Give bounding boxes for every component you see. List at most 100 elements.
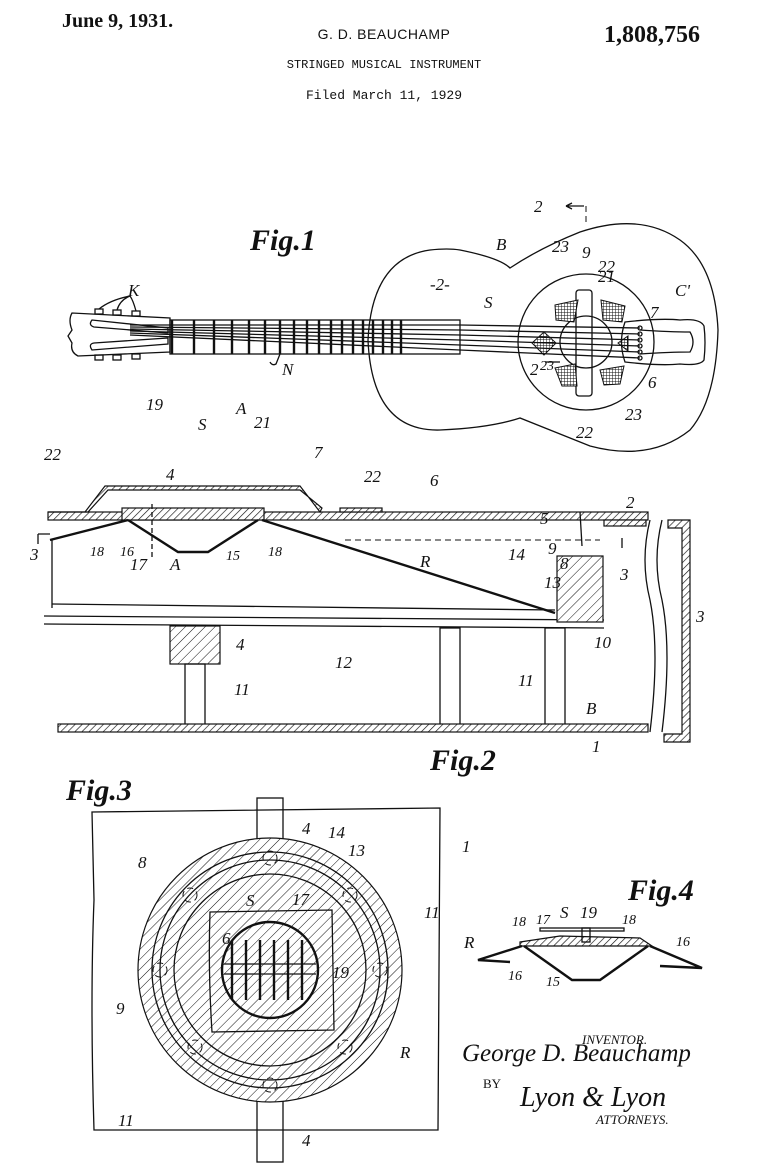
headstock-slot-lower [89,337,169,351]
reference-numeral: 1 [462,837,471,856]
support-plate [43,623,605,629]
reference-numeral: 4 [166,465,175,484]
attorneys-label: ATTORNEYS. [596,1112,669,1127]
reference-numeral: 15 [546,975,560,990]
reference-numeral: K [127,281,141,300]
posts-11 [152,850,388,1093]
patent-number: 1,808,756 [604,22,700,48]
reference-numeral: 11 [518,671,534,690]
reference-numeral: 19 [580,903,598,922]
string [129,326,461,331]
break-line [656,519,668,733]
reference-numeral: A [169,555,181,574]
reference-numeral: 4 [302,819,311,838]
reference-numeral: 11 [118,1111,134,1130]
reference-numeral: 23 [552,237,569,256]
opening-17 [220,920,320,1020]
well-floor [51,603,556,611]
attorney-signature: Lyon & Lyon [520,1082,667,1113]
reference-numeral: 9 [582,243,591,262]
resonator-edge [49,518,129,542]
reference-numeral: 1 [592,737,601,756]
reference-numeral: 22 [364,467,382,486]
reference-numeral: 11 [234,680,250,699]
reference-numeral: 21 [254,413,271,432]
reference-numeral: 2 [530,360,539,379]
reference-numeral: 18 [268,545,282,560]
screen-window [554,299,579,323]
string [129,330,461,341]
reference-numeral: 17 [130,555,149,574]
reference-numeral: 22 [44,445,62,464]
reference-numeral: 8 [560,554,569,573]
reference-numeral: 11 [424,903,440,922]
reference-numeral: 2 [534,197,543,216]
ring-8 [137,837,403,1103]
screen-window [599,365,625,386]
reference-numeral: R [399,1043,411,1062]
post-11 [439,627,461,727]
section-arrow [37,533,50,544]
reference-numeral: 22 [598,257,616,276]
top-section-2 [603,519,647,527]
post-11 [544,627,566,727]
post-11 [182,887,198,903]
resonator-cone [261,518,556,615]
post-11 [337,1039,353,1055]
reference-numeral: 18 [622,913,636,928]
string [459,344,641,353]
reference-numeral: S [560,903,569,922]
issue-date: June 9, 1931. [62,10,174,32]
reference-numeral: 23 [625,405,642,424]
cone-section [127,518,259,554]
post-11 [187,1039,203,1055]
reference-numeral: B [496,235,507,254]
reference-numeral: 6 [222,929,231,948]
fig2-label: Fig.2 [429,744,496,777]
ring-inner [151,851,389,1089]
cone-15 [523,945,649,982]
screen-window [554,363,578,387]
reference-numeral: 13 [544,573,561,592]
reference-numeral: 10 [594,633,612,652]
headstock-slot-upper [89,319,169,334]
back-plate-1 [57,723,649,733]
break-line [644,519,656,733]
support-plate [43,615,605,621]
reference-numeral: 13 [348,841,365,860]
leader-k [98,295,137,312]
reference-numeral: 5 [540,509,549,528]
rib-4-bottom [256,1099,284,1163]
strings [459,324,641,359]
reference-numeral: 7 [650,303,660,322]
top-plate-outline [91,807,441,1131]
reference-numeral: 21 [598,267,615,286]
reference-numeral: 7 [314,443,324,462]
string-anchors [637,325,643,361]
reference-numeral: 16 [120,545,134,560]
string [459,339,641,347]
reference-numeral: 4 [302,1131,311,1150]
strings [129,324,461,351]
figure-1: Fig.1 KN [67,197,719,452]
reference-numeral: 15 [226,549,240,564]
leader-n [269,353,281,366]
reference-numeral: R [463,933,475,952]
reference-numeral: 2 [626,493,635,512]
reference-numeral: C' [675,281,690,300]
cone-14 [173,873,367,1067]
reference-numeral: A [235,399,247,418]
strings [224,940,316,1000]
reference-numeral: S [246,891,255,910]
reference-numeral: 9 [548,539,557,558]
rib-4-top [256,797,284,841]
string [459,329,641,335]
reference-numeral: N [281,360,295,379]
bridge-cover [575,289,593,397]
reference-numeral: 16 [676,935,690,950]
inventor-label: INVENTOR. [582,1032,648,1047]
